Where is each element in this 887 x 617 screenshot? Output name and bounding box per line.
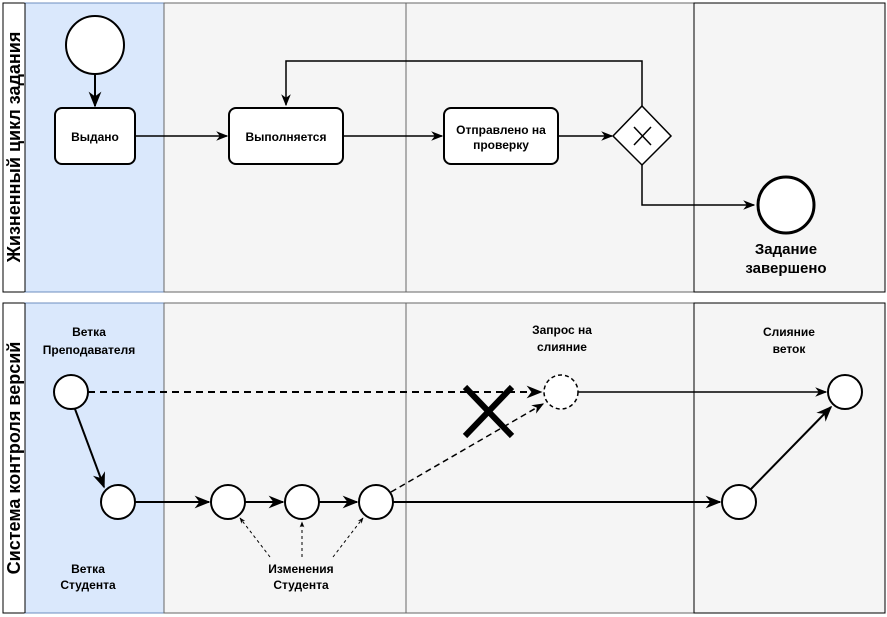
end-event-label-line1: Задание (755, 241, 817, 258)
student-commit-node[interactable] (358, 484, 394, 520)
task-sent-label-line1: Отправлено на (456, 123, 546, 137)
start-event[interactable] (65, 15, 125, 75)
student-branch-label-line2: Студента (60, 578, 116, 592)
flow-gateway-to-end (641, 165, 756, 210)
merge-request-node[interactable] (543, 374, 579, 410)
merge-branches-label-line2: веток (773, 342, 807, 356)
student-changes-label-line2: Студента (273, 578, 329, 592)
student-branch-node[interactable] (100, 484, 136, 520)
end-event-label-line2: завершено (745, 260, 826, 277)
blocked-x-icon (462, 384, 515, 439)
lane-vcs-2 (163, 302, 407, 614)
annotation-arrow-change-3 (332, 517, 364, 558)
annotation-arrow-change-1 (239, 517, 271, 558)
task-issued[interactable]: Выдано (54, 107, 136, 165)
student-branch-label-line1: Ветка (71, 562, 105, 576)
lane-vcs-1 (24, 302, 165, 614)
student-changes-label-line1: Изменения (268, 562, 333, 576)
merge-branches-label-line1: Слияние (763, 325, 815, 339)
merge-request-label-line1: Запрос на (532, 323, 592, 337)
student-commit-node[interactable] (210, 484, 246, 520)
teacher-branch-label-line1: Ветка (72, 325, 106, 339)
lane-vcs-3 (405, 302, 695, 614)
teacher-branch-label-line2: Преподавателя (43, 343, 135, 357)
end-event[interactable] (756, 175, 816, 235)
task-sent-label-line2: проверку (473, 138, 529, 152)
teacher-branch-node[interactable] (53, 374, 89, 410)
student-commit-node[interactable] (284, 484, 320, 520)
merge-request-label-line2: слияние (537, 340, 587, 354)
lane-lifecycle-4 (693, 2, 886, 293)
lane-vcs-4 (693, 302, 886, 614)
merge-node[interactable] (827, 374, 863, 410)
task-issued-label: Выдано (71, 130, 119, 144)
pool-vcs: Система контроля версий (2, 302, 886, 614)
task-in-progress[interactable]: Выполняется (228, 107, 344, 165)
flow-teacher-to-student (74, 408, 105, 489)
flow-student-final-to-merge (750, 405, 833, 490)
flow-gateway-loop-back (281, 60, 643, 107)
pool-title-lifecycle: Жизненный цикл задания (4, 32, 24, 264)
task-sent-for-review[interactable]: Отправлено на проверку (443, 107, 559, 165)
pool-title-vcs: Система контроля версий (4, 342, 24, 575)
task-in-progress-label: Выполняется (246, 130, 327, 144)
student-final-node[interactable] (721, 484, 757, 520)
